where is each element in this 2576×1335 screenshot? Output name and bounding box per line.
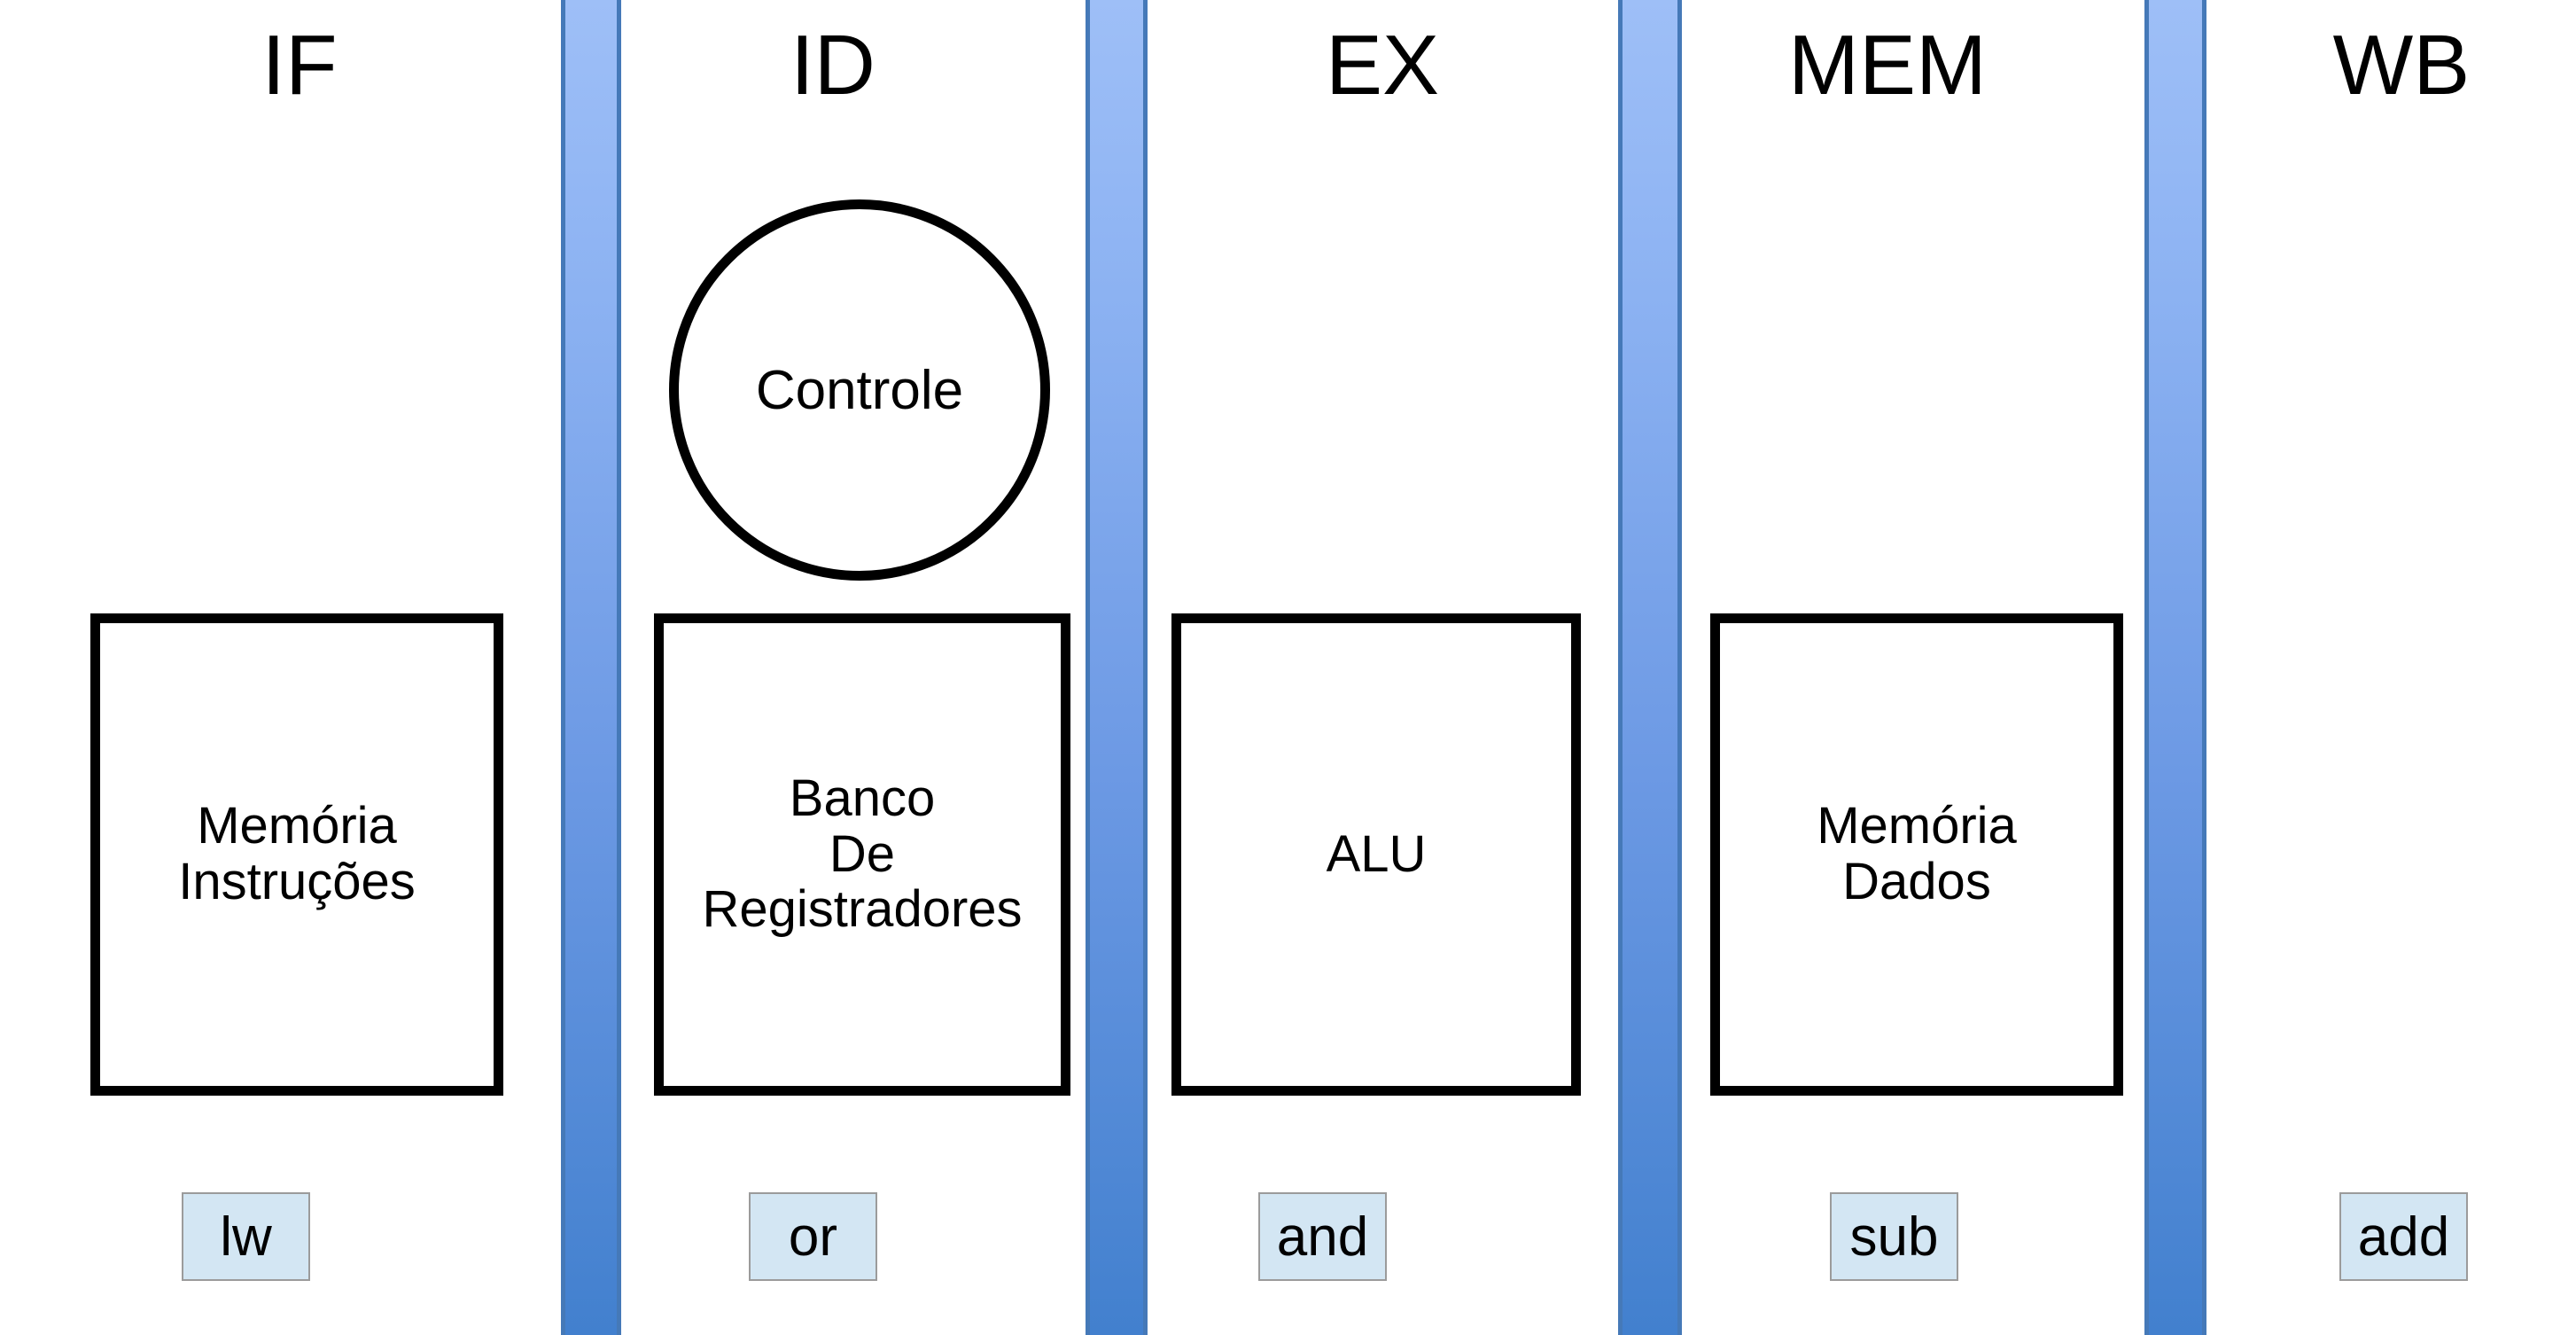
instruction-chip-lw: lw bbox=[182, 1192, 310, 1281]
instruction-chip-and: and bbox=[1258, 1192, 1387, 1281]
instruction-chip-add: add bbox=[2339, 1192, 2468, 1281]
instruction-chip-label: add bbox=[2357, 1206, 2450, 1268]
control-unit-circle: Controle bbox=[669, 199, 1050, 581]
instruction-chip-or: or bbox=[749, 1192, 877, 1281]
register-file-label: Banco De Registradores bbox=[702, 769, 1023, 939]
control-unit-label: Controle bbox=[755, 359, 964, 421]
register-file-box: Banco De Registradores bbox=[654, 613, 1070, 1096]
pipeline-register-ex-mem bbox=[1618, 0, 1682, 1335]
alu-label: ALU bbox=[1326, 824, 1427, 883]
instruction-memory-label: Memória Instruções bbox=[178, 797, 416, 910]
stage-header-wb: WB bbox=[2332, 18, 2471, 113]
stage-header-ex: EX bbox=[1325, 18, 1440, 113]
instruction-chip-label: and bbox=[1276, 1206, 1369, 1268]
instruction-chip-sub: sub bbox=[1830, 1192, 1958, 1281]
stage-header-id: ID bbox=[790, 18, 876, 113]
instruction-memory-box: Memória Instruções bbox=[90, 613, 503, 1096]
data-memory-label: Memória Dados bbox=[1817, 797, 2017, 910]
alu-box: ALU bbox=[1171, 613, 1581, 1096]
pipeline-register-mem-wb bbox=[2144, 0, 2206, 1335]
instruction-chip-label: sub bbox=[1849, 1206, 1939, 1268]
instruction-chip-label: or bbox=[788, 1206, 838, 1268]
data-memory-box: Memória Dados bbox=[1710, 613, 2123, 1096]
instruction-chip-label: lw bbox=[220, 1206, 272, 1268]
stage-header-mem: MEM bbox=[1788, 18, 1987, 113]
pipeline-register-id-ex bbox=[1086, 0, 1148, 1335]
pipeline-register-if-id bbox=[561, 0, 621, 1335]
stage-header-if: IF bbox=[261, 18, 338, 113]
